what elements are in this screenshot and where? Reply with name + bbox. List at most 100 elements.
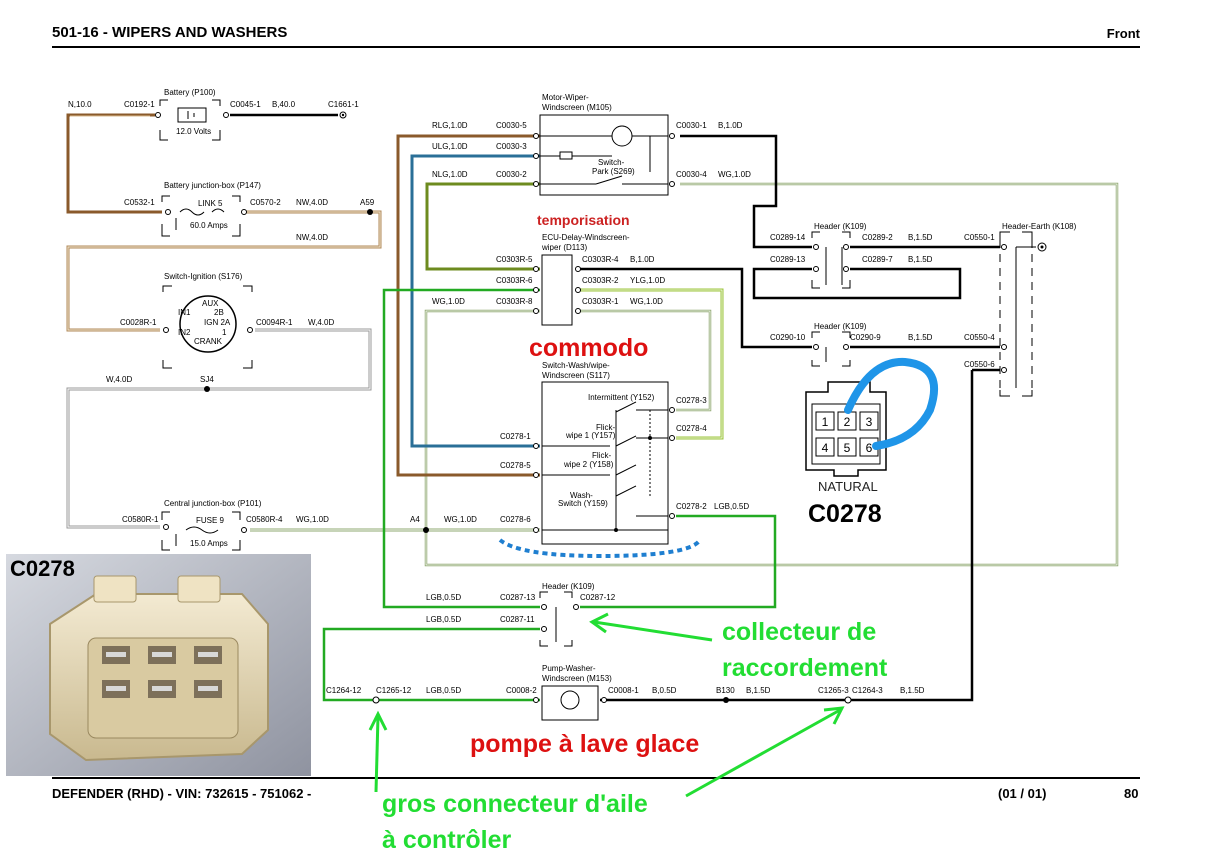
header-k109-bottom xyxy=(539,591,579,647)
label-b15c: B,1.5D xyxy=(908,333,933,342)
switch-highlight-dotted xyxy=(498,538,702,559)
label-c0550-4: C0550-4 xyxy=(964,333,995,342)
battery-value: 12.0 Volts xyxy=(176,127,211,136)
ignition-in2: IN2 xyxy=(178,328,191,337)
footer-page-of: (01 / 01) xyxy=(998,786,1047,801)
annotation-gros-2: à contrôler xyxy=(382,826,512,854)
label-rlg: RLG,1.0D xyxy=(432,121,468,130)
label-c0303r5: C0303R-5 xyxy=(496,255,533,264)
intermittent-label: Intermittent (Y152) xyxy=(588,393,655,402)
central-jb-rating: 15.0 Amps xyxy=(190,539,228,548)
label-ulg: ULG,1.0D xyxy=(432,142,468,151)
label-w40a: W,4.0D xyxy=(308,318,334,327)
label-c1264-3: C1264-3 xyxy=(852,686,883,695)
wash-label-a: Wash- xyxy=(570,491,593,500)
label-c0303r2: C0303R-2 xyxy=(582,276,619,285)
label-sj4: SJ4 xyxy=(200,375,214,384)
ignition-switch-symbol xyxy=(162,285,253,369)
footer-page-number: 80 xyxy=(1124,786,1139,801)
motor-symbol xyxy=(533,114,675,196)
label-b15e: B,1.5D xyxy=(900,686,925,695)
motor-name2: Windscreen (M105) xyxy=(542,103,612,112)
label-c1264-12: C1264-12 xyxy=(326,686,362,695)
header-k109-mid xyxy=(811,331,851,367)
flick1-label-b: wipe 1 (Y157) xyxy=(565,431,616,440)
pump-name1: Pump-Washer- xyxy=(542,664,596,673)
label-c0303r6: C0303R-6 xyxy=(496,276,533,285)
central-jb-symbol xyxy=(161,511,247,551)
label-c0094: C0094R-1 xyxy=(256,318,293,327)
header-k109-top-name: Header (K109) xyxy=(814,222,867,231)
label-c0192: C0192-1 xyxy=(124,100,155,109)
label-c0278-6: C0278-6 xyxy=(500,515,531,524)
label-c0303r4: C0303R-4 xyxy=(582,255,619,264)
ignition-aux: AUX xyxy=(202,299,219,308)
header-k109-mid-name: Header (K109) xyxy=(814,322,867,331)
page-title: 501-16 - WIPERS AND WASHERS xyxy=(52,24,288,41)
label-wg10a: WG,1.0D xyxy=(296,515,329,524)
label-c0045: C0045-1 xyxy=(230,100,261,109)
label-c0287-12: C0287-12 xyxy=(580,593,616,602)
battery-name: Battery (P100) xyxy=(164,88,216,97)
label-c0289-14: C0289-14 xyxy=(770,233,806,242)
label-c0278-1: C0278-1 xyxy=(500,432,531,441)
battery-jb-fuse: LINK 5 xyxy=(198,199,223,208)
ecu-name2: wiper (D113) xyxy=(541,243,588,252)
label-c1661: C1661-1 xyxy=(328,100,359,109)
label-b130: B130 xyxy=(716,686,735,695)
ecu-name1: ECU-Delay-Windscreen- xyxy=(542,233,630,242)
label-a4: A4 xyxy=(410,515,420,524)
label-wg10b: WG,1.0D xyxy=(444,515,477,524)
label-c0278-big: C0278 xyxy=(808,500,882,528)
ecu-symbol xyxy=(533,254,581,326)
park-switch-name1: Switch- xyxy=(598,158,625,167)
label-c0278-4: C0278-4 xyxy=(676,424,707,433)
flick2-label-b: wipe 2 (Y158) xyxy=(563,460,614,469)
central-jb-name: Central junction-box (P101) xyxy=(164,499,262,508)
bridge-loop xyxy=(844,357,938,450)
label-c0532: C0532-1 xyxy=(124,198,155,207)
label-wg10d: WG,1.0D xyxy=(432,297,465,306)
label-c0550-6: C0550-6 xyxy=(964,360,995,369)
label-c0030-4: C0030-4 xyxy=(676,170,707,179)
label-c0303r1: C0303R-1 xyxy=(582,297,619,306)
header-k109-bottom-name: Header (K109) xyxy=(542,582,595,591)
label-c0580r4: C0580R-4 xyxy=(246,515,283,524)
header-earth-symbol xyxy=(999,231,1047,397)
view-label: Front xyxy=(1106,26,1140,41)
label-c0289-7: C0289-7 xyxy=(862,255,893,264)
label-lgb05c: LGB,0.5D xyxy=(426,615,461,624)
battery-symbol xyxy=(155,99,347,141)
label-natural: NATURAL xyxy=(818,479,878,494)
header-rule xyxy=(52,46,1140,48)
pin-6: 6 xyxy=(866,441,873,455)
label-b10b: B,1.0D xyxy=(630,255,655,264)
header-earth-name: Header-Earth (K108) xyxy=(1002,222,1077,231)
annotation-collecteur-2: raccordement xyxy=(722,654,888,682)
label-nw40b: NW,4.0D xyxy=(296,233,328,242)
label-c0008-1: C0008-1 xyxy=(608,686,639,695)
annotation-gros-1: gros connecteur d'aile xyxy=(382,790,648,818)
connector-photo-image xyxy=(6,554,311,776)
annotation-temporisation: temporisation xyxy=(537,212,630,228)
label-b05: B,0.5D xyxy=(652,686,677,695)
label-c0550-1: C0550-1 xyxy=(964,233,995,242)
label-c0290-10: C0290-10 xyxy=(770,333,806,342)
footer-vehicle: DEFENDER (RHD) - VIN: 732615 - 751062 - xyxy=(52,786,312,801)
connector-photo: C0278 xyxy=(6,554,311,776)
label-c0278-2: C0278-2 xyxy=(676,502,707,511)
annotation-pompe: pompe à lave glace xyxy=(470,730,700,758)
label-a59: A59 xyxy=(360,198,375,207)
ignition-in1: IN1 xyxy=(178,308,191,317)
label-c0287-11: C0287-11 xyxy=(500,615,535,624)
label-c0290-9: C0290-9 xyxy=(850,333,881,342)
label-wg10c: WG,1.0D xyxy=(718,170,751,179)
label-b15d: B,1.5D xyxy=(746,686,771,695)
central-jb-fuse: FUSE 9 xyxy=(196,516,225,525)
pin-1: 1 xyxy=(822,415,829,429)
pin-3: 3 xyxy=(866,415,873,429)
label-c0028: C0028R-1 xyxy=(120,318,157,327)
wire-lgb05 xyxy=(580,514,777,609)
label-ylg: YLG,1.0D xyxy=(630,276,665,285)
